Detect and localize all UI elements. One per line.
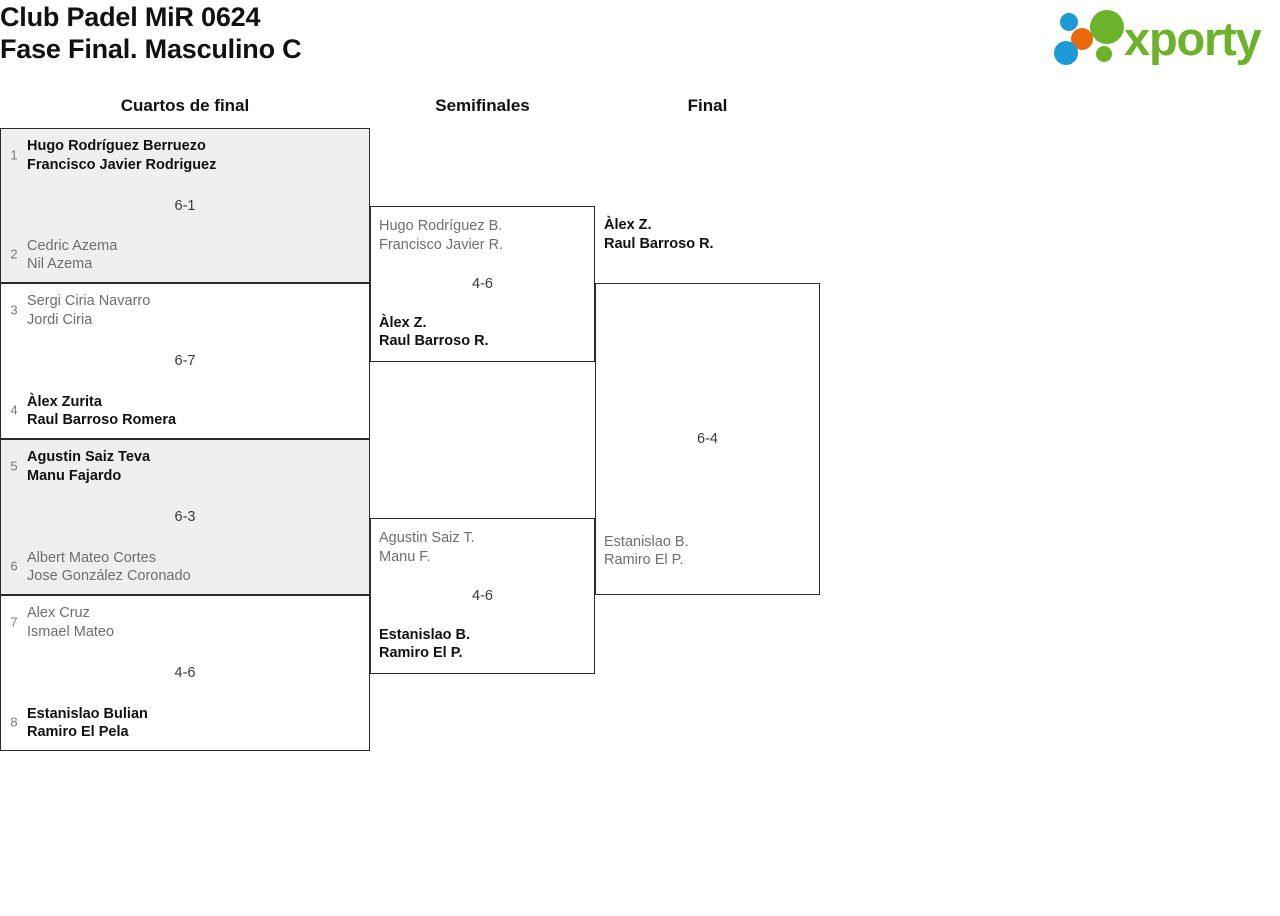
match-score: 4-6 (174, 665, 196, 681)
player-name-1: Alex Cruz (27, 605, 90, 621)
match-team-bottom[interactable]: Àlex Z. Raul Barroso R. (371, 314, 594, 351)
match-team-bottom[interactable]: 2 Cedric Azema Nil Azema (1, 237, 369, 274)
player-name-2: Jose González Coronado (27, 568, 191, 585)
seed-number: 4 (10, 403, 18, 419)
round-header-final: Final (687, 96, 728, 115)
tournament-bracket: 1 Hugo Rodríguez Berruezo Francisco Javi… (0, 128, 1280, 768)
seed-number: 1 (10, 147, 18, 163)
round-header-quarterfinals: Cuartos de final (120, 96, 250, 115)
player-name-2: Manu F. (379, 548, 431, 565)
page-header: Club Padel MiR 0624 Fase Final. Masculin… (0, 0, 1280, 90)
player-name-1: Albert Mateo Cortes (27, 549, 156, 566)
match-semifinal-2[interactable]: Agustin Saiz T. Manu F. 4-6 Estanislao B… (370, 518, 595, 674)
match-score: 6-4 (697, 431, 718, 447)
player-name-2: Ramiro El P. (604, 552, 684, 569)
match-score: 4-6 (472, 588, 493, 604)
xporty-logo-graphic: xporty (1054, 10, 1263, 65)
match-score: 6-7 (174, 353, 196, 369)
seed-number: 7 (10, 614, 18, 630)
player-name-1: Àlex Zurita (27, 393, 102, 410)
match-team-top[interactable]: Àlex Z. Raul Barroso R. (596, 216, 819, 253)
player-name-2: Raul Barroso R. (604, 235, 714, 252)
logo-dot-green-large (1090, 10, 1124, 44)
match-team-top[interactable]: 1 Hugo Rodríguez Berruezo Francisco Javi… (1, 137, 369, 174)
match-score: 6-3 (174, 509, 196, 525)
player-name-2: Jordi Ciria (27, 311, 93, 328)
match-team-bottom[interactable]: Estanislao B. Ramiro El P. (371, 626, 594, 663)
player-name-1: Hugo Rodríguez B. (379, 218, 503, 234)
match-team-bottom[interactable]: 6 Albert Mateo Cortes Jose González Coro… (1, 549, 369, 586)
player-name-2: Ramiro El P. (379, 645, 463, 662)
player-name-2: Ismael Mateo (27, 623, 115, 640)
match-team-top[interactable]: Agustin Saiz T. Manu F. (371, 529, 594, 566)
player-name-2: Ramiro El Pela (27, 724, 129, 741)
logo-dot-blue-large (1054, 41, 1078, 65)
player-name-2: Francisco Javier R. (379, 236, 504, 253)
match-quarterfinal-4[interactable]: 7 Alex Cruz Ismael Mateo 4-6 8 Estanisla… (0, 595, 370, 751)
player-name-1: Àlex Z. (604, 217, 652, 233)
page-subtitle: Fase Final. Masculino C (0, 33, 302, 64)
match-team-bottom[interactable]: 8 Estanislao Bulian Ramiro El Pela (1, 705, 369, 742)
player-name-1: Àlex Z. (379, 314, 427, 331)
seed-number: 8 (10, 715, 18, 731)
match-final[interactable]: Àlex Z. Raul Barroso R. 6-4 Estanislao B… (595, 217, 820, 595)
player-name-2: Raul Barroso Romera (27, 412, 177, 429)
player-name-2: Raul Barroso R. (379, 333, 489, 350)
logo-wordmark: xporty (1124, 12, 1262, 65)
player-name-1: Cedric Azema (27, 237, 118, 254)
match-score: 4-6 (472, 276, 493, 292)
player-name-1: Hugo Rodríguez Berruezo (27, 138, 206, 154)
player-name-1: Agustin Saiz Teva (27, 449, 151, 465)
player-name-1: Agustin Saiz T. (379, 530, 475, 546)
player-name-1: Estanislao B. (379, 626, 471, 643)
match-team-bottom[interactable]: 4 Àlex Zurita Raul Barroso Romera (1, 393, 369, 430)
player-name-2: Manu Fajardo (27, 467, 122, 484)
player-name-1: Estanislao B. (604, 533, 689, 550)
tournament-title-block: Club Padel MiR 0624 Fase Final. Masculin… (0, 2, 302, 66)
logo-dot-blue-small (1060, 13, 1078, 31)
match-team-bottom[interactable]: Estanislao B. Ramiro El P. (596, 533, 819, 570)
match-quarterfinal-1[interactable]: 1 Hugo Rodríguez Berruezo Francisco Javi… (0, 128, 370, 283)
round-header-semifinals: Semifinales (435, 96, 530, 115)
player-name-2: Nil Azema (27, 256, 93, 273)
match-team-top[interactable]: 7 Alex Cruz Ismael Mateo (1, 604, 369, 641)
player-name-1: Estanislao Bulian (27, 705, 148, 722)
seed-number: 3 (10, 302, 18, 318)
player-name-2: Francisco Javier Rodriguez (27, 156, 217, 173)
player-name-1: Sergi Ciria Navarro (27, 293, 151, 309)
logo-dot-green-small (1096, 46, 1112, 62)
match-quarterfinal-3[interactable]: 5 Agustin Saiz Teva Manu Fajardo 6-3 6 A… (0, 439, 370, 595)
xporty-logo[interactable]: xporty (1046, 5, 1274, 71)
seed-number: 6 (10, 559, 18, 575)
seed-number: 2 (10, 247, 18, 263)
match-score: 6-1 (174, 197, 196, 214)
match-quarterfinal-2[interactable]: 3 Sergi Ciria Navarro Jordi Ciria 6-7 4 … (0, 283, 370, 439)
match-team-top[interactable]: 5 Agustin Saiz Teva Manu Fajardo (1, 448, 369, 485)
match-team-top[interactable]: Hugo Rodríguez B. Francisco Javier R. (371, 217, 594, 254)
match-semifinal-1[interactable]: Hugo Rodríguez B. Francisco Javier R. 4-… (370, 206, 595, 362)
seed-number: 5 (10, 458, 18, 474)
logo-dot-orange (1071, 28, 1093, 50)
match-team-top[interactable]: 3 Sergi Ciria Navarro Jordi Ciria (1, 292, 369, 329)
page-title: Club Padel MiR 0624 (0, 2, 261, 32)
